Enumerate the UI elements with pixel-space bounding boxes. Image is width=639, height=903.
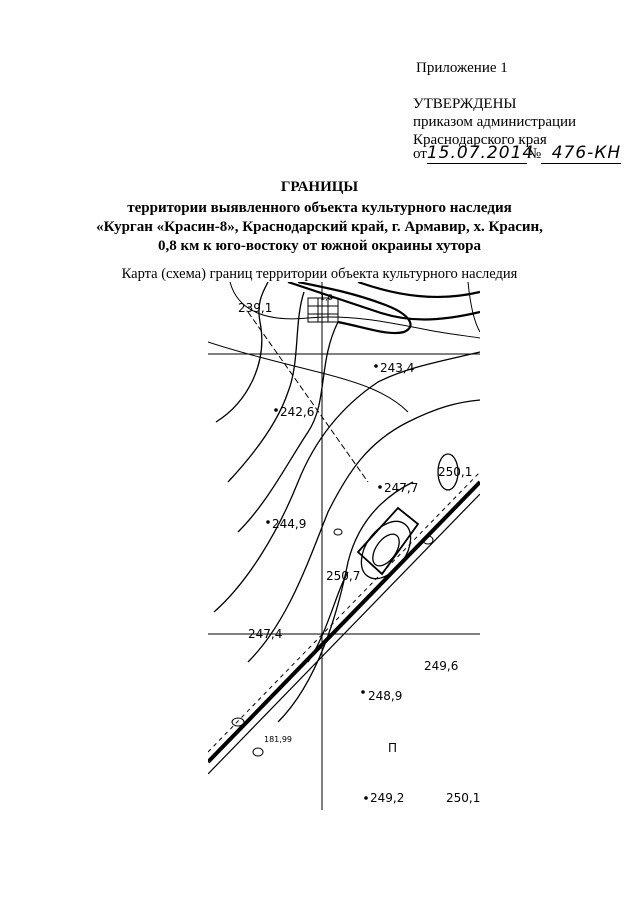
approved-by-line-1: приказом администрации: [413, 114, 577, 130]
dashed-road: [247, 311, 369, 483]
map-label-1: 1,0: [320, 293, 333, 302]
heritage-boundary: [356, 506, 420, 576]
map-label-2: 181,99: [264, 735, 292, 744]
order-prefix: от: [413, 146, 427, 162]
elevation-label-8: 247,4: [248, 627, 282, 641]
title-heading: ГРАНИЦЫ: [280, 179, 359, 195]
contour-lines: [208, 282, 480, 723]
approval-block: УТВЕРЖДЕНЫ приказом администрации Красно…: [413, 95, 576, 149]
appendix-label: Приложение 1: [416, 60, 508, 76]
river-banks: [287, 282, 480, 335]
title-line-2: «Курган «Красин-8», Краснодарский край, …: [96, 219, 543, 235]
landform-rings: [231, 528, 434, 757]
elevation-label-5: 250,1: [438, 465, 472, 479]
elevation-label-7: 250,7: [326, 569, 360, 583]
elevation-label-10: 248,9: [368, 689, 402, 703]
order-number: 476-КН: [541, 143, 622, 164]
elevation-points: [266, 364, 382, 800]
order-date: 15.07.2014: [426, 143, 535, 164]
elevation-label-3: 242,6: [280, 405, 314, 419]
elevation-label-11: 249,2: [370, 791, 404, 805]
approved-title: УТВЕРЖДЕНЫ: [413, 96, 517, 112]
title-line-1: территории выявленного объекта культурно…: [127, 200, 512, 216]
elevation-label-4: 247,7: [384, 481, 418, 495]
title-line-3: 0,8 км к юго-востоку от южной окраины ху…: [158, 238, 481, 254]
elevation-label-1: 239,1: [238, 301, 272, 315]
topographic-map: 239,1 243,4 242,6 247,7 250,1 244,9 250,…: [208, 282, 480, 810]
document-title: ГРАНИЦЫ территории выявленного объекта к…: [0, 178, 639, 256]
elevation-label-2: 243,4: [380, 361, 414, 375]
village-block: [307, 297, 339, 323]
approved-by-line-2: Краснодарского края: [413, 132, 547, 148]
map-label-3: П: [388, 741, 397, 755]
elevation-label-9: 249,6: [424, 659, 458, 673]
elevation-label-6: 244,9: [272, 517, 306, 531]
elevation-label-12: 250,1: [446, 791, 480, 805]
railway: [208, 471, 480, 775]
order-number-sign: №: [526, 146, 542, 162]
map-caption: Карта (схема) границ территории объекта …: [121, 266, 518, 282]
